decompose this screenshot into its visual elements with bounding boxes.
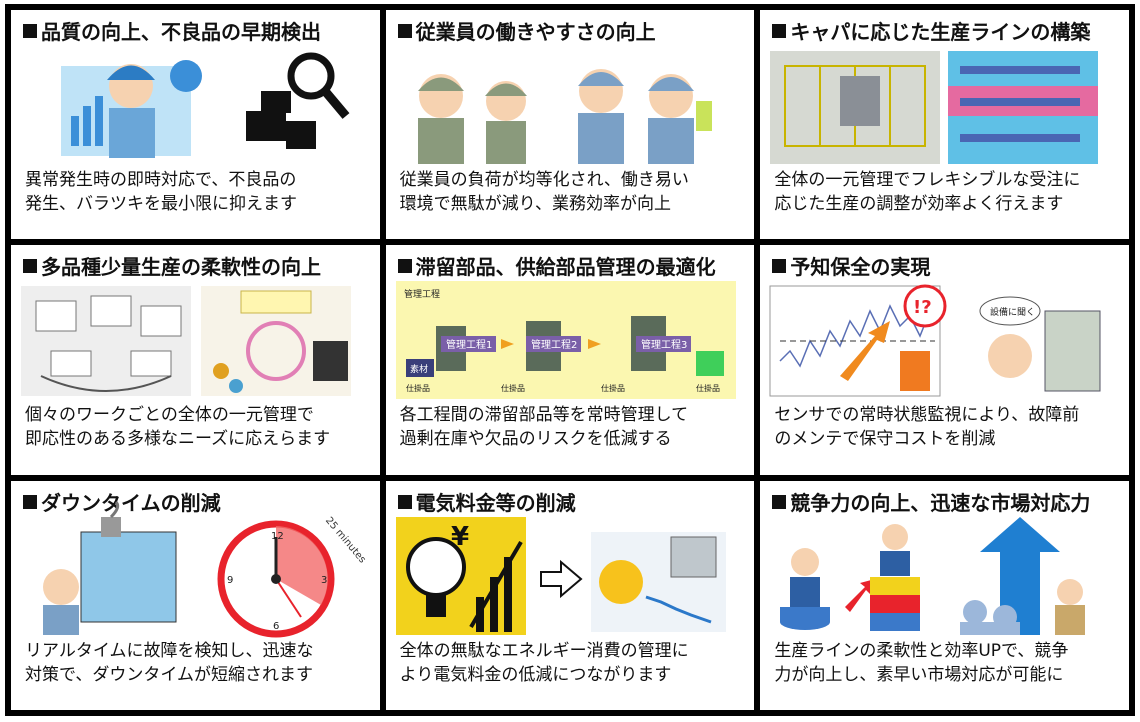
panel-title: 多品種少量生産の柔軟性の向上 xyxy=(23,251,321,280)
panel-quality: 品質の向上、不良品の早期検出 異常発生時の即時対応で、不良品の発生、バラツキを最… xyxy=(11,10,380,240)
downtime-illustration: 12 3 6 9 25 minutes xyxy=(21,500,370,638)
panel-description: 異常発生時の即時対応で、不良品の発生、バラツキを最小限に抑えます xyxy=(25,170,297,214)
flexibility-illustration xyxy=(21,281,370,399)
process-3-label: 管理工程3 xyxy=(641,338,687,351)
process-area-label: 管理工程 xyxy=(404,288,440,300)
panel-title: 予知保全の実現 xyxy=(772,251,930,280)
material-label: 素材 xyxy=(410,363,428,375)
panel-energy: 電気料金等の削減 ¥ 全体の無駄なエネルギー消費の管理により電気料金の低減につな… xyxy=(385,480,755,710)
panel-description: 個々のワークごとの全体の一元管理で即応性のある多様なニーズに応えらます xyxy=(25,405,331,450)
arrow-right-icon xyxy=(539,559,583,598)
predictive-illustration: !? 設備に聞く xyxy=(769,281,1119,399)
svg-text:仕掛品: 仕掛品 xyxy=(501,383,525,393)
panel-description: センサでの常時状態監視により、故障前のメンテで保守コストを削減 xyxy=(774,405,1080,450)
panel-title: 滞留部品、供給部品管理の最適化 xyxy=(397,251,716,280)
boxes-icon xyxy=(246,91,316,149)
yen-icon: ¥ xyxy=(451,522,469,552)
svg-text:12: 12 xyxy=(271,531,284,542)
magnifier-icon xyxy=(287,52,350,119)
lightbulb-icon xyxy=(405,536,466,617)
arrow-up-icon xyxy=(980,516,1061,635)
alert-icon: !? xyxy=(913,297,932,318)
feature-grid: 品質の向上、不良品の早期検出 異常発生時の即時対応で、不良品の発生、バラツキを最… xyxy=(5,4,1135,716)
process-1-label: 管理工程1 xyxy=(446,338,492,351)
svg-text:仕掛品: 仕掛品 xyxy=(696,383,720,393)
svg-text:9: 9 xyxy=(227,575,233,586)
quality-illustration xyxy=(21,46,370,164)
panel-workers: 従業員の働きやすさの向上 従業員の負荷が均等化され、働き易い環境で無駄が減り、業… xyxy=(385,10,755,240)
panel-title: 競争力の向上、迅速な市場対応力 xyxy=(772,487,1090,516)
svg-text:6: 6 xyxy=(273,621,279,632)
panel-description: 全体の一元管理でフレキシブルな受注に応じた生産の調整が効率よく行えます xyxy=(774,170,1081,214)
svg-text:仕掛品: 仕掛品 xyxy=(601,383,625,393)
competitiveness-illustration xyxy=(770,516,1119,635)
panel-description: 全体の無駄なエネルギー消費の管理により電気料金の低減につながります xyxy=(399,640,689,685)
panel-title: 電気料金等の削減 xyxy=(397,487,576,516)
energy-illustration: ¥ xyxy=(395,516,745,635)
panel-capacity: キャパに応じた生産ラインの構築 全体の一元管理でフレキシブルな受注に応じた生産の… xyxy=(760,10,1129,240)
production-line-illustration xyxy=(770,46,1119,164)
inventory-flow-illustration: 管理工程 管理工程1 管理工程2 管理工程3 素材 仕掛品 仕掛品 仕掛品 仕掛… xyxy=(395,281,745,400)
panel-downtime: ダウンタイムの削減 12 3 6 9 25 minutes xyxy=(11,480,380,710)
panel-predictive: 予知保全の実現 !? 設備に聞く センサでの常時状態監視により、故障前のメンテで… xyxy=(760,245,1129,475)
panel-title: 品質の向上、不良品の早期検出 xyxy=(23,16,321,45)
panel-description: 従業員の負荷が均等化され、働き易い環境で無駄が減り、業務効率が向上 xyxy=(399,170,689,214)
panel-competitiveness: 競争力の向上、迅速な市場対応力 生産ラインの柔軟性と効率UPで、競争力が向上し、… xyxy=(760,480,1129,710)
panel-flexibility: 多品種少量生産の柔軟性の向上 個々のワークごとの全体の一元管理で即応性のある多様… xyxy=(11,245,380,475)
clock-icon: 12 3 6 9 xyxy=(217,520,335,638)
workers-illustration xyxy=(396,46,745,164)
panel-description: 生産ラインの柔軟性と効率UPで、競争力が向上し、素早い市場対応が可能に xyxy=(774,640,1069,685)
panel-title: ダウンタイムの削減 xyxy=(23,487,221,516)
panel-inventory: 滞留部品、供給部品管理の最適化 管理工程 管理工程1 管理工程2 管理工程3 素… xyxy=(385,245,755,475)
speech-bubble: 設備に聞く xyxy=(990,306,1035,318)
panel-title: 従業員の働きやすさの向上 xyxy=(397,16,656,45)
panel-description: リアルタイムに故障を検知し、迅速な対策で、ダウンタイムが短縮されます xyxy=(25,640,314,685)
panel-title: キャパに応じた生産ラインの構築 xyxy=(772,16,1090,45)
process-2-label: 管理工程2 xyxy=(531,338,577,351)
panel-description: 各工程間の滞留部品等を常時管理して過剰在庫や欠品のリスクを低減する xyxy=(399,405,689,450)
svg-text:3: 3 xyxy=(321,575,327,586)
wip-label: 仕掛品 xyxy=(406,383,430,393)
